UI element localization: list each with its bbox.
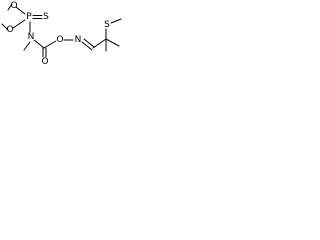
atom-nitrogen-amide: N <box>28 32 35 42</box>
atom-oxygen-oxime: O <box>56 35 63 45</box>
bond-n-c-double-a <box>83 38 95 48</box>
bond-o2-p <box>12 19 26 29</box>
bond-ch-cq <box>92 38 107 49</box>
bond-o1-p <box>15 6 26 15</box>
bond-methyl-o2 <box>1 23 9 31</box>
atom-o-methoxy-2: O <box>6 25 13 35</box>
bond-n-c-double-b <box>81 41 93 51</box>
atom-phosphorus: P <box>26 12 32 22</box>
atom-labels: O O P S N O O N S <box>6 1 110 67</box>
atom-sulfur-thioether: S <box>104 20 110 30</box>
bond-cq-methyl-b <box>105 38 120 47</box>
bond-n-methyl <box>23 41 31 51</box>
bond-s-methyl <box>110 18 122 24</box>
atom-nitrogen-oxime: N <box>75 35 82 45</box>
bond-c-o-oxime <box>43 40 57 49</box>
atom-sulfur-thiono: S <box>43 12 49 22</box>
bond-n-carbonyl <box>33 39 45 49</box>
bond-methyl-o1 <box>7 3 13 11</box>
atom-o-methoxy-1: O <box>10 1 17 11</box>
atom-oxygen-carbonyl: O <box>41 57 48 67</box>
molecule-diagram: O O P S N O O N S <box>1 1 122 67</box>
bonds <box>1 3 122 58</box>
